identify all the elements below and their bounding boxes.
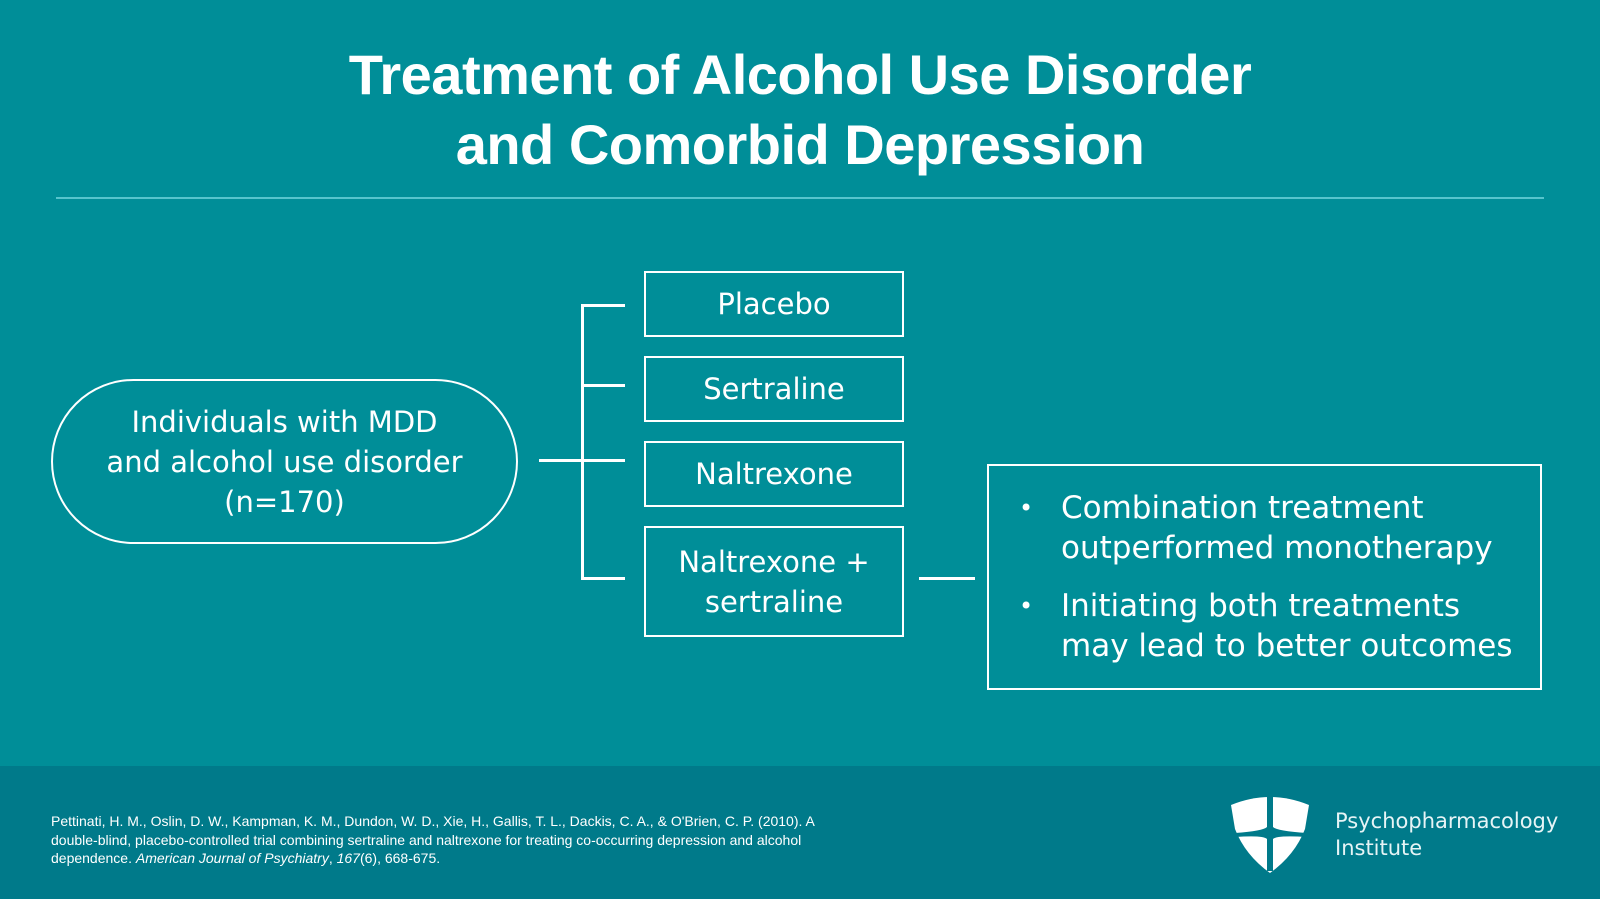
citation-volume: 167: [336, 850, 360, 866]
citation-separator: ,: [328, 850, 337, 866]
findings-box: • Combination treatment outperformed mon…: [987, 464, 1542, 690]
arm-naltrexone-sertraline: Naltrexone + sertraline: [644, 526, 904, 637]
finding-item: • Combination treatment outperformed mon…: [1019, 488, 1520, 568]
arm-label: Sertraline: [703, 372, 845, 406]
logo-line-1: Psychopharmacology: [1335, 809, 1559, 833]
population-node: Individuals with MDD and alcohol use dis…: [51, 379, 518, 544]
arm-sertraline: Sertraline: [644, 356, 904, 422]
citation: Pettinati, H. M., Oslin, D. W., Kampman,…: [51, 812, 831, 868]
bracket-vertical: [581, 304, 584, 579]
citation-pages: (6), 668-675.: [359, 850, 441, 866]
logo-wordmark: Psychopharmacology Institute: [1335, 808, 1558, 862]
title-line-2: and Comorbid Depression: [455, 113, 1145, 176]
footer-bar: [0, 766, 1600, 899]
bracket-stub-combination: [581, 577, 625, 580]
citation-journal: American Journal of Psychiatry: [135, 850, 329, 866]
finding-text: Initiating both treatments may lead to b…: [1061, 588, 1513, 664]
shield-cross-icon: [1231, 797, 1309, 873]
logo-line-2: Institute: [1335, 836, 1423, 860]
arm-label-line-1: Naltrexone +: [678, 544, 870, 579]
citation-authors-title: Pettinati, H. M., Oslin, D. W., Kampman,…: [51, 813, 815, 866]
bullet-icon: •: [1019, 494, 1034, 522]
arm-label-line-2: sertraline: [704, 584, 844, 619]
findings-list: • Combination treatment outperformed mon…: [1019, 488, 1520, 666]
arm-label: Placebo: [717, 287, 831, 321]
arm-label: Naltrexone: [695, 457, 853, 491]
title-divider: [56, 197, 1544, 199]
bullet-icon: •: [1019, 592, 1034, 620]
population-line-3: (n=170): [224, 484, 345, 519]
finding-item: • Initiating both treatments may lead to…: [1019, 586, 1520, 666]
arm-placebo: Placebo: [644, 271, 904, 337]
population-line-2: and alcohol use disorder: [106, 444, 463, 479]
title-line-1: Treatment of Alcohol Use Disorder: [348, 43, 1252, 106]
connector-combination-to-findings: [919, 577, 975, 580]
bracket-stub-placebo: [581, 304, 625, 307]
slide-title: Treatment of Alcohol Use Disorder and Co…: [0, 40, 1600, 180]
population-line-1: Individuals with MDD: [131, 404, 438, 439]
bracket-stub-sertraline: [581, 384, 625, 387]
finding-text: Combination treatment outperformed monot…: [1061, 490, 1493, 566]
arm-naltrexone: Naltrexone: [644, 441, 904, 507]
